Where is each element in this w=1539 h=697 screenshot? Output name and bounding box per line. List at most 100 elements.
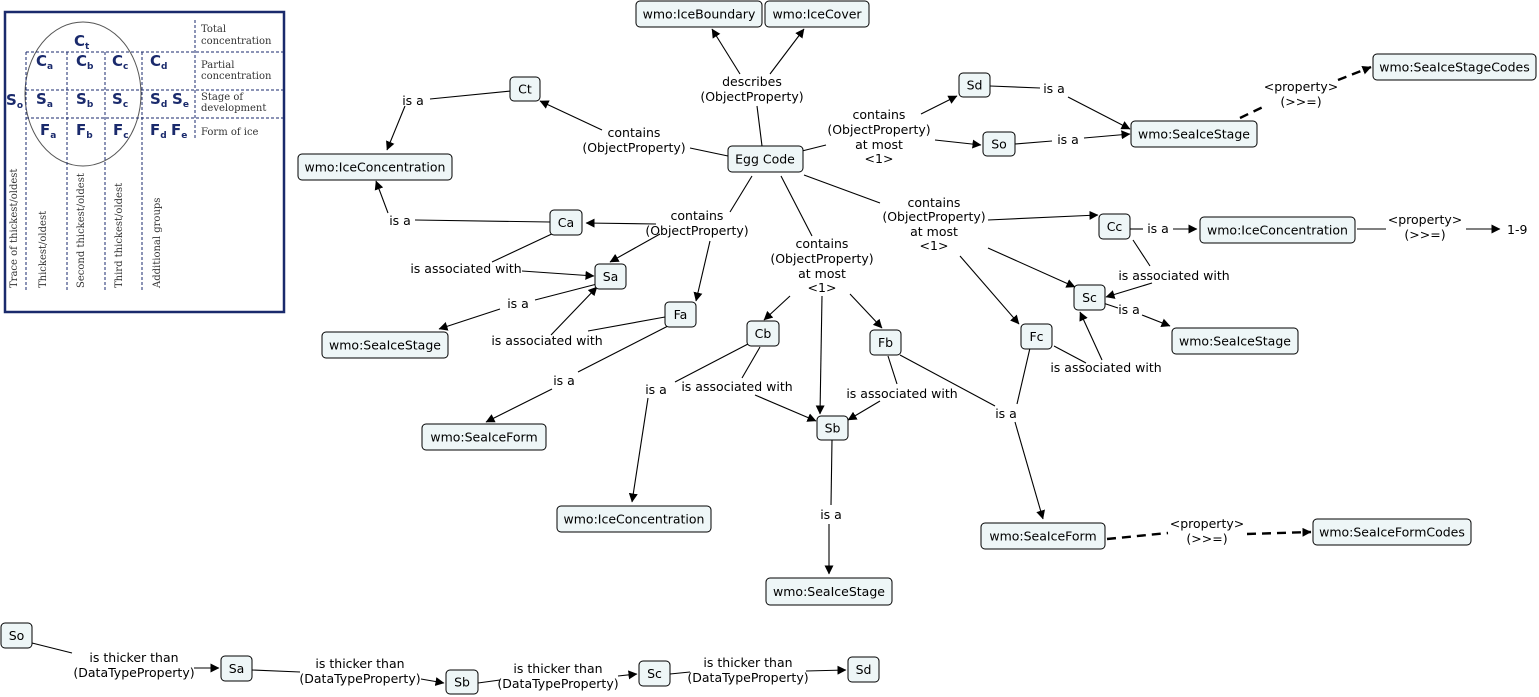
node-ice-concentration-2[interactable]: wmo:IceConcentration: [556, 505, 712, 533]
node-sc[interactable]: Sc: [1073, 284, 1106, 311]
node-sea-ice-stage-codes[interactable]: wmo:SeaIceStageCodes: [1372, 53, 1537, 81]
node-sea-ice-form-1[interactable]: wmo:SeaIceForm: [421, 423, 547, 451]
svg-text:wmo:SeaIceForm: wmo:SeaIceForm: [989, 529, 1096, 544]
label-isa-so: is a: [1057, 132, 1079, 147]
node-sc-bottom[interactable]: Sc: [638, 660, 671, 687]
label-isa-fa: is a: [553, 373, 575, 388]
egg-symbol-se: Se: [172, 90, 189, 110]
label-isa-cc: is a: [1147, 221, 1169, 236]
row-label-stage-2: development: [201, 103, 266, 114]
node-fb[interactable]: Fb: [869, 329, 902, 356]
label-property-form: <property>: [1170, 516, 1244, 531]
label-thicker-4: is thicker than: [703, 655, 792, 670]
label-isa-sb: is a: [820, 507, 842, 522]
egg-symbol-cc: Cc: [112, 52, 128, 72]
edge-labels: describes (ObjectProperty) contains (Obj…: [73, 74, 1462, 691]
egg-symbol-sa: Sa: [36, 90, 53, 110]
egg-symbol-fc: Fc: [113, 121, 129, 141]
egg-symbol-fa: Fa: [40, 121, 56, 141]
node-egg-code[interactable]: Egg Code: [727, 145, 804, 173]
node-ct[interactable]: Ct: [509, 76, 541, 102]
node-sea-ice-stage-3[interactable]: wmo:SeaIceStage: [765, 577, 893, 606]
egg-code-panel: Ct Ca Cb Cc Cd So Sa Sb Sc Sd Se Fa Fb F…: [3, 10, 286, 314]
svg-text:Sc: Sc: [1082, 290, 1097, 305]
svg-text:Sd: Sd: [856, 662, 872, 677]
row-label-stage-1: Stage of: [201, 92, 244, 103]
label-property-stage: <property>: [1264, 79, 1338, 94]
node-sa[interactable]: Sa: [594, 263, 627, 290]
svg-text:Sa: Sa: [229, 661, 245, 676]
label-thicker-1-type: (DataTypeProperty): [73, 665, 194, 680]
label-property-conc: <property>: [1388, 212, 1462, 227]
svg-text:1-9: 1-9: [1507, 222, 1527, 237]
svg-text:Sc: Sc: [647, 666, 662, 681]
node-ice-concentration-3[interactable]: wmo:IceConcentration: [1199, 216, 1356, 244]
label-contains-a-type: (ObjectProperty): [645, 223, 748, 238]
svg-text:So: So: [991, 137, 1007, 152]
label-describes: describes: [722, 74, 782, 89]
label-thicker-2-type: (DataTypeProperty): [299, 671, 420, 686]
egg-code-frame: [3, 10, 286, 314]
svg-text:wmo:IceCover: wmo:IceCover: [772, 7, 862, 22]
node-sb-bottom[interactable]: Sb: [445, 669, 479, 695]
label-assoc-fa-sa: is associated with: [491, 333, 602, 348]
node-so[interactable]: So: [982, 131, 1016, 157]
egg-symbol-sc: Sc: [112, 90, 128, 110]
node-sea-ice-stage-1[interactable]: wmo:SeaIceStage: [1130, 120, 1258, 148]
svg-text:wmo:IceConcentration: wmo:IceConcentration: [305, 160, 446, 175]
svg-text:wmo:SeaIceFormCodes: wmo:SeaIceFormCodes: [1319, 525, 1465, 540]
node-fc[interactable]: Fc: [1020, 323, 1053, 350]
label-contains-sd-type: (ObjectProperty): [827, 122, 930, 137]
egg-symbol-cd: Cd: [150, 52, 167, 72]
row-label-partial-1: Partial: [201, 60, 234, 71]
label-thicker-3: is thicker than: [513, 661, 602, 676]
row-label-total-1: Total: [201, 24, 226, 35]
egg-symbol-ca: Ca: [36, 52, 53, 72]
node-ice-cover[interactable]: wmo:IceCover: [764, 0, 870, 28]
node-cb[interactable]: Cb: [746, 320, 780, 347]
node-sa-bottom[interactable]: Sa: [220, 655, 253, 682]
node-cc[interactable]: Cc: [1098, 213, 1131, 240]
row-label-form: Form of ice: [201, 127, 259, 138]
node-sb[interactable]: Sb: [816, 415, 849, 441]
node-sea-ice-stage-4[interactable]: wmo:SeaIceStage: [1171, 327, 1299, 355]
svg-text:Cb: Cb: [755, 326, 772, 341]
svg-text:Fb: Fb: [878, 335, 893, 350]
label-isa-sd: is a: [1043, 81, 1065, 96]
svg-text:Ct: Ct: [518, 82, 532, 97]
egg-symbol-sb: Sb: [76, 90, 94, 110]
svg-text:Egg Code: Egg Code: [735, 152, 795, 167]
egg-symbol-fd: Fd: [150, 121, 167, 141]
label-contains-sd-atmost: at most: [855, 137, 903, 152]
node-sd[interactable]: Sd: [958, 72, 991, 98]
column-label-second: Second thickest/oldest: [76, 173, 87, 288]
node-sd-bottom[interactable]: Sd: [847, 656, 880, 683]
node-fa[interactable]: Fa: [664, 301, 697, 328]
label-contains-b-atmost: at most: [798, 266, 846, 281]
svg-text:So: So: [9, 628, 25, 643]
node-sea-ice-form-codes[interactable]: wmo:SeaIceFormCodes: [1312, 518, 1472, 546]
edges: [31, 28, 1501, 686]
label-assoc-ca-sa: is associated with: [410, 261, 521, 276]
node-so-bottom[interactable]: So: [0, 622, 33, 649]
svg-text:wmo:SeaIceStage: wmo:SeaIceStage: [1138, 127, 1250, 142]
node-sea-ice-form-2[interactable]: wmo:SeaIceForm: [980, 522, 1106, 550]
column-label-third: Third thickest/oldest: [114, 183, 125, 288]
label-thicker-3-type: (DataTypeProperty): [497, 676, 618, 691]
row-label-total-2: concentration: [201, 36, 272, 47]
node-ca[interactable]: Ca: [549, 209, 583, 236]
svg-text:Sa: Sa: [603, 269, 619, 284]
label-isa-ct: is a: [402, 93, 424, 108]
label-isa-cb: is a: [645, 382, 667, 397]
column-label-additional: Additional groups: [152, 198, 163, 289]
label-contains-c-type: (ObjectProperty): [882, 209, 985, 224]
node-ice-boundary[interactable]: wmo:IceBoundary: [635, 0, 763, 28]
egg-symbol-so: So: [6, 91, 23, 111]
node-ice-concentration-1[interactable]: wmo:IceConcentration: [297, 153, 453, 181]
node-sea-ice-stage-2[interactable]: wmo:SeaIceStage: [321, 331, 449, 359]
label-contains-b-type: (ObjectProperty): [770, 251, 873, 266]
label-assoc-fc-sc: is associated with: [1050, 360, 1161, 375]
svg-text:Cc: Cc: [1107, 219, 1123, 234]
svg-text:Sb: Sb: [454, 675, 470, 690]
